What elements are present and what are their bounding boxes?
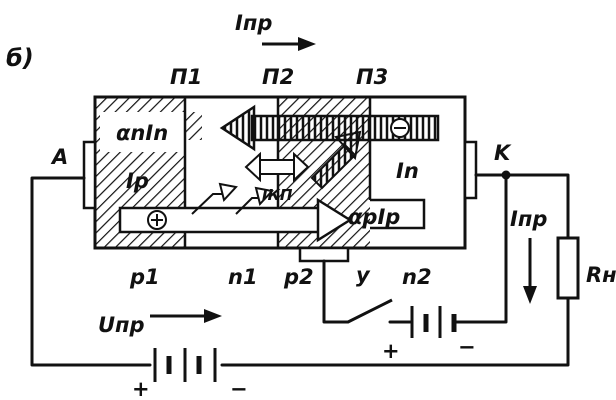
alpha-n-in-label: αnIn	[116, 121, 168, 145]
control-contact	[298, 246, 350, 263]
control-label: у	[356, 263, 371, 287]
diagonal-electron-arrow	[310, 130, 362, 190]
cathode-label: K	[494, 141, 512, 165]
current-right-label: Iпр	[510, 207, 547, 231]
n2-step	[370, 198, 426, 230]
region-p2-label: p2	[283, 265, 314, 289]
alpha-p-ip-label: αpIp	[348, 205, 400, 229]
region-n2-label: n2	[402, 265, 432, 289]
main-battery-plus: +	[132, 377, 150, 400]
diagonal-hole-arrow-left	[191, 182, 238, 215]
junction-p2-label: П2	[262, 65, 294, 89]
cathode-contact	[463, 140, 478, 200]
leak-current-arrow	[244, 151, 310, 183]
hole-current-arrow	[118, 197, 353, 243]
load-resistor	[556, 236, 580, 300]
anode-contact	[82, 140, 97, 210]
u-pr-arrow	[150, 309, 222, 323]
current-top-arrow	[262, 37, 316, 51]
figure-label: б)	[6, 44, 34, 72]
anode-label: A	[50, 145, 68, 169]
current-right-arrow	[523, 238, 537, 304]
junction-p3-label: П3	[356, 65, 388, 89]
control-battery-plus: +	[382, 339, 400, 363]
u-pr-label: Uпр	[98, 313, 145, 337]
main-battery-minus: −	[230, 377, 248, 400]
diagonal-hole-arrow-right	[235, 186, 274, 215]
region-p1-label: p1	[129, 265, 160, 289]
current-top-label: Iпр	[235, 11, 272, 35]
junction-p1-label: П1	[170, 65, 202, 89]
load-label: Rн	[586, 263, 616, 287]
main-battery	[153, 348, 217, 382]
control-circuit	[322, 173, 508, 338]
i-k-mid-label: IКП	[262, 186, 293, 204]
control-battery-minus: −	[458, 335, 476, 359]
region-n1-label: n1	[228, 265, 258, 289]
control-switch	[347, 298, 393, 324]
i-p-label: Ip	[126, 169, 149, 193]
i-n-label: In	[396, 159, 419, 183]
